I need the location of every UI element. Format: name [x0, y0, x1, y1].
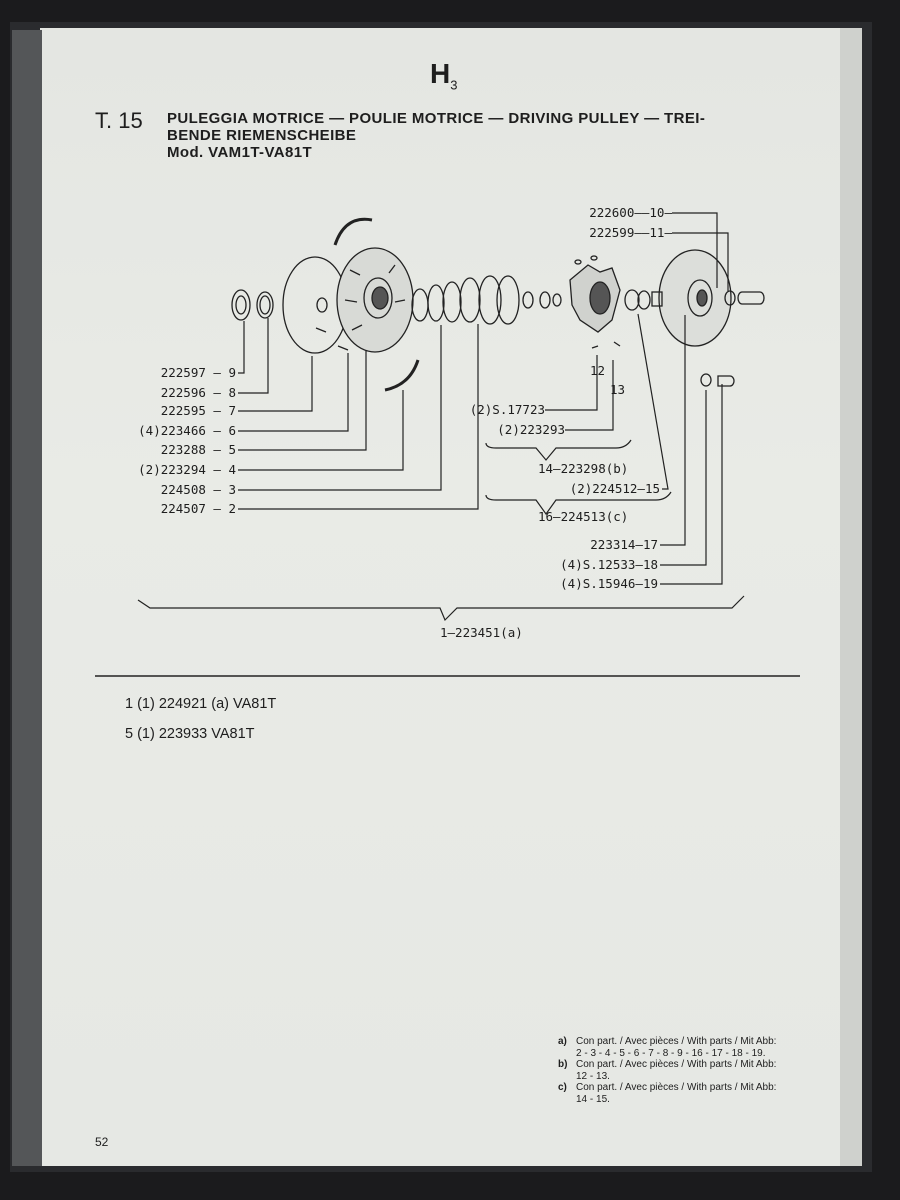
seal-part-9-inner — [235, 295, 247, 315]
snap-ring-part-4 — [384, 359, 420, 392]
washer-part-11 — [724, 290, 736, 306]
callout-10: 222600——10— — [589, 205, 672, 220]
washer-part-18 — [700, 373, 712, 387]
footnote-parts: 2 - 3 - 4 - 5 - 6 - 7 - 8 - 9 - 16 - 17 … — [576, 1047, 766, 1059]
table-number: T. 15 — [95, 108, 143, 133]
footnote-parts: 14 - 15. — [576, 1093, 610, 1105]
page-edge — [840, 28, 862, 1166]
callout-5: 223288 – 5 — [161, 442, 236, 457]
leader-lines — [137, 212, 745, 622]
bushes-part-15 — [624, 289, 651, 311]
footnote: b) Con part. / Avec pièces / With parts /… — [558, 1059, 776, 1071]
callouts: 222600——10— 222599——11— 222597 – 9 22259… — [138, 205, 672, 640]
catalog-page — [40, 28, 840, 1166]
page-title: PULEGGIA MOTRICE — POULIE MOTRICE — DRIV… — [167, 110, 705, 161]
ring-part-8-inner — [259, 295, 271, 315]
title-line-1: PULEGGIA MOTRICE — POULIE MOTRICE — DRIV… — [167, 110, 706, 127]
snap-ring-upper — [333, 217, 373, 246]
clutch-plate-details — [344, 264, 406, 331]
footnote-text: Con part. / Avec pièces / With parts / M… — [576, 1082, 777, 1093]
callout-14: 14—223298(b) — [538, 461, 628, 476]
footnote-parts: 12 - 13. — [576, 1070, 610, 1082]
callout-1: 1—223451(a) — [440, 625, 523, 640]
callout-11: 222599——11— — [589, 225, 672, 240]
callout-17: 223314—17 — [590, 537, 658, 552]
sleeve-part-10 — [737, 291, 765, 305]
pins-part-6 — [315, 327, 349, 351]
callout-12: 12 — [590, 363, 605, 378]
clutch-plate-hub — [363, 277, 393, 319]
callout-16: 16—224513(c) — [538, 509, 628, 524]
footnote-text: Con part. / Avec pièces / With parts / M… — [576, 1036, 777, 1047]
variant-line: 1 (1) 224921 (a) VA81T — [125, 696, 277, 712]
footnote-key: c) — [558, 1082, 567, 1093]
footnote-key: a) — [558, 1036, 567, 1047]
half-pulley-hole — [316, 297, 328, 313]
callout-15: (2)224512—15 — [570, 481, 660, 496]
footnote: c) Con part. / Avec pièces / With parts /… — [558, 1082, 776, 1094]
section-heading: H3 — [430, 58, 457, 93]
small-parts-12-13 — [574, 255, 621, 349]
footnote: a) Con part. / Avec pièces / With parts /… — [558, 1036, 776, 1048]
footnote-key: b) — [558, 1059, 568, 1070]
callout-3: 224508 – 3 — [161, 482, 236, 497]
clutch-plate-bore — [371, 286, 389, 310]
spring-part-3 — [411, 275, 520, 325]
callout-9: 222597 – 9 — [161, 365, 236, 380]
spider-part-14 — [569, 264, 621, 333]
model-line: Mod. VAM1T-VA81T — [167, 144, 313, 161]
page-edge-shadow — [12, 30, 42, 1166]
callout-223293: (2)223293 — [497, 422, 565, 437]
callout-7: 222595 – 7 — [161, 403, 236, 418]
callout-8: 222596 – 8 — [161, 385, 236, 400]
callout-18: (4)S.12533–18 — [560, 557, 658, 572]
section-letter: H — [430, 58, 451, 89]
callout-6: (4)223466 – 6 — [138, 423, 236, 438]
callout-13: 13 — [610, 382, 625, 397]
movable-half-pulley — [651, 249, 732, 347]
callout-4: (2)223294 – 4 — [138, 462, 236, 477]
washers — [522, 291, 562, 309]
callout-s17723: (2)S.17723 — [470, 402, 545, 417]
ring-part-8 — [256, 291, 274, 319]
seal-part-9 — [231, 289, 251, 321]
section-sub: 3 — [450, 77, 458, 93]
parts-drawing — [231, 217, 765, 392]
variant-line: 5 (1) 223933 VA81T — [125, 726, 255, 742]
footnote-text: Con part. / Avec pièces / With parts / M… — [576, 1059, 777, 1070]
title-line-2: BENDE RIEMENSCHEIBE — [167, 127, 357, 144]
callout-2: 224507 – 2 — [161, 501, 236, 516]
screw-part-19 — [717, 375, 735, 387]
footnotes: a) Con part. / Avec pièces / With parts /… — [558, 1036, 776, 1105]
callout-19: (4)S.15946–19 — [560, 576, 658, 591]
page-number: 52 — [95, 1135, 109, 1149]
